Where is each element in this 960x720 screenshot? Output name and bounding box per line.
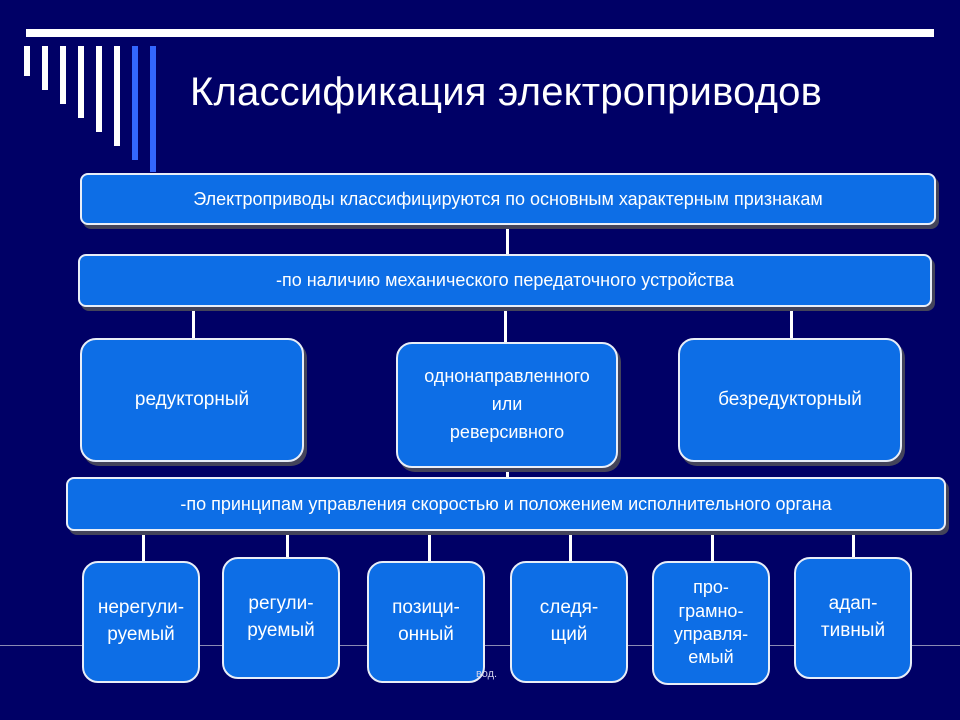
connector bbox=[428, 530, 431, 562]
criterion-control-box: -по принципам управления скоростью и пол… bbox=[66, 477, 946, 531]
slide-title: Классификация электроприводов bbox=[190, 70, 823, 114]
connector bbox=[286, 530, 289, 558]
top-decor-line bbox=[26, 29, 934, 37]
type-box-gear: редукторный bbox=[80, 338, 304, 462]
control-label: адап- тивный bbox=[820, 593, 886, 641]
criterion-transmission-box: -по наличию механического передаточного … bbox=[78, 254, 932, 307]
control-box-unregulated: нерегули- руемый bbox=[82, 561, 200, 683]
control-label: следя- щий bbox=[539, 597, 599, 645]
type-box-gearless: безредукторный bbox=[678, 338, 902, 462]
control-box-regulated: регули- руемый bbox=[222, 557, 340, 679]
classification-intro-text: Электроприводы классифицируются по основ… bbox=[193, 188, 823, 209]
footer-text: вод. bbox=[476, 668, 498, 680]
decor-stripe bbox=[60, 46, 66, 104]
control-box-tracking: следя- щий bbox=[510, 561, 628, 683]
control-box-positional: позици- онный bbox=[367, 561, 485, 683]
control-label: позици- онный bbox=[392, 597, 460, 645]
decor-stripe bbox=[150, 46, 156, 172]
classification-intro-box: Электроприводы классифицируются по основ… bbox=[80, 173, 936, 225]
decor-stripe bbox=[24, 46, 30, 76]
connector bbox=[790, 308, 793, 340]
control-label: про- грамно- управля- емый bbox=[673, 577, 749, 668]
decor-stripe bbox=[114, 46, 120, 146]
decor-stripe bbox=[132, 46, 138, 160]
type-label: редукторный bbox=[134, 388, 250, 410]
decor-stripe bbox=[78, 46, 84, 118]
decor-stripe bbox=[42, 46, 48, 90]
type-box-direction: однонаправленного или реверсивного bbox=[396, 342, 618, 468]
criterion-transmission-text: -по наличию механического передаточного … bbox=[275, 270, 735, 290]
decor-stripe bbox=[96, 46, 102, 132]
connector bbox=[852, 530, 855, 558]
control-label: нерегули- руемый bbox=[97, 597, 185, 645]
connector bbox=[142, 530, 145, 562]
connector bbox=[504, 308, 507, 344]
type-label: безредукторный bbox=[718, 388, 862, 410]
connector bbox=[711, 530, 714, 562]
connector bbox=[506, 226, 509, 256]
connector bbox=[192, 308, 195, 340]
criterion-control-text: -по принципам управления скоростью и пол… bbox=[180, 493, 832, 514]
control-box-programmed: про- грамно- управля- емый bbox=[652, 561, 770, 685]
connector bbox=[569, 530, 572, 562]
type-label: однонаправленного или реверсивного bbox=[424, 366, 590, 442]
control-label: регули- руемый bbox=[247, 593, 315, 641]
control-box-adaptive: адап- тивный bbox=[794, 557, 912, 679]
